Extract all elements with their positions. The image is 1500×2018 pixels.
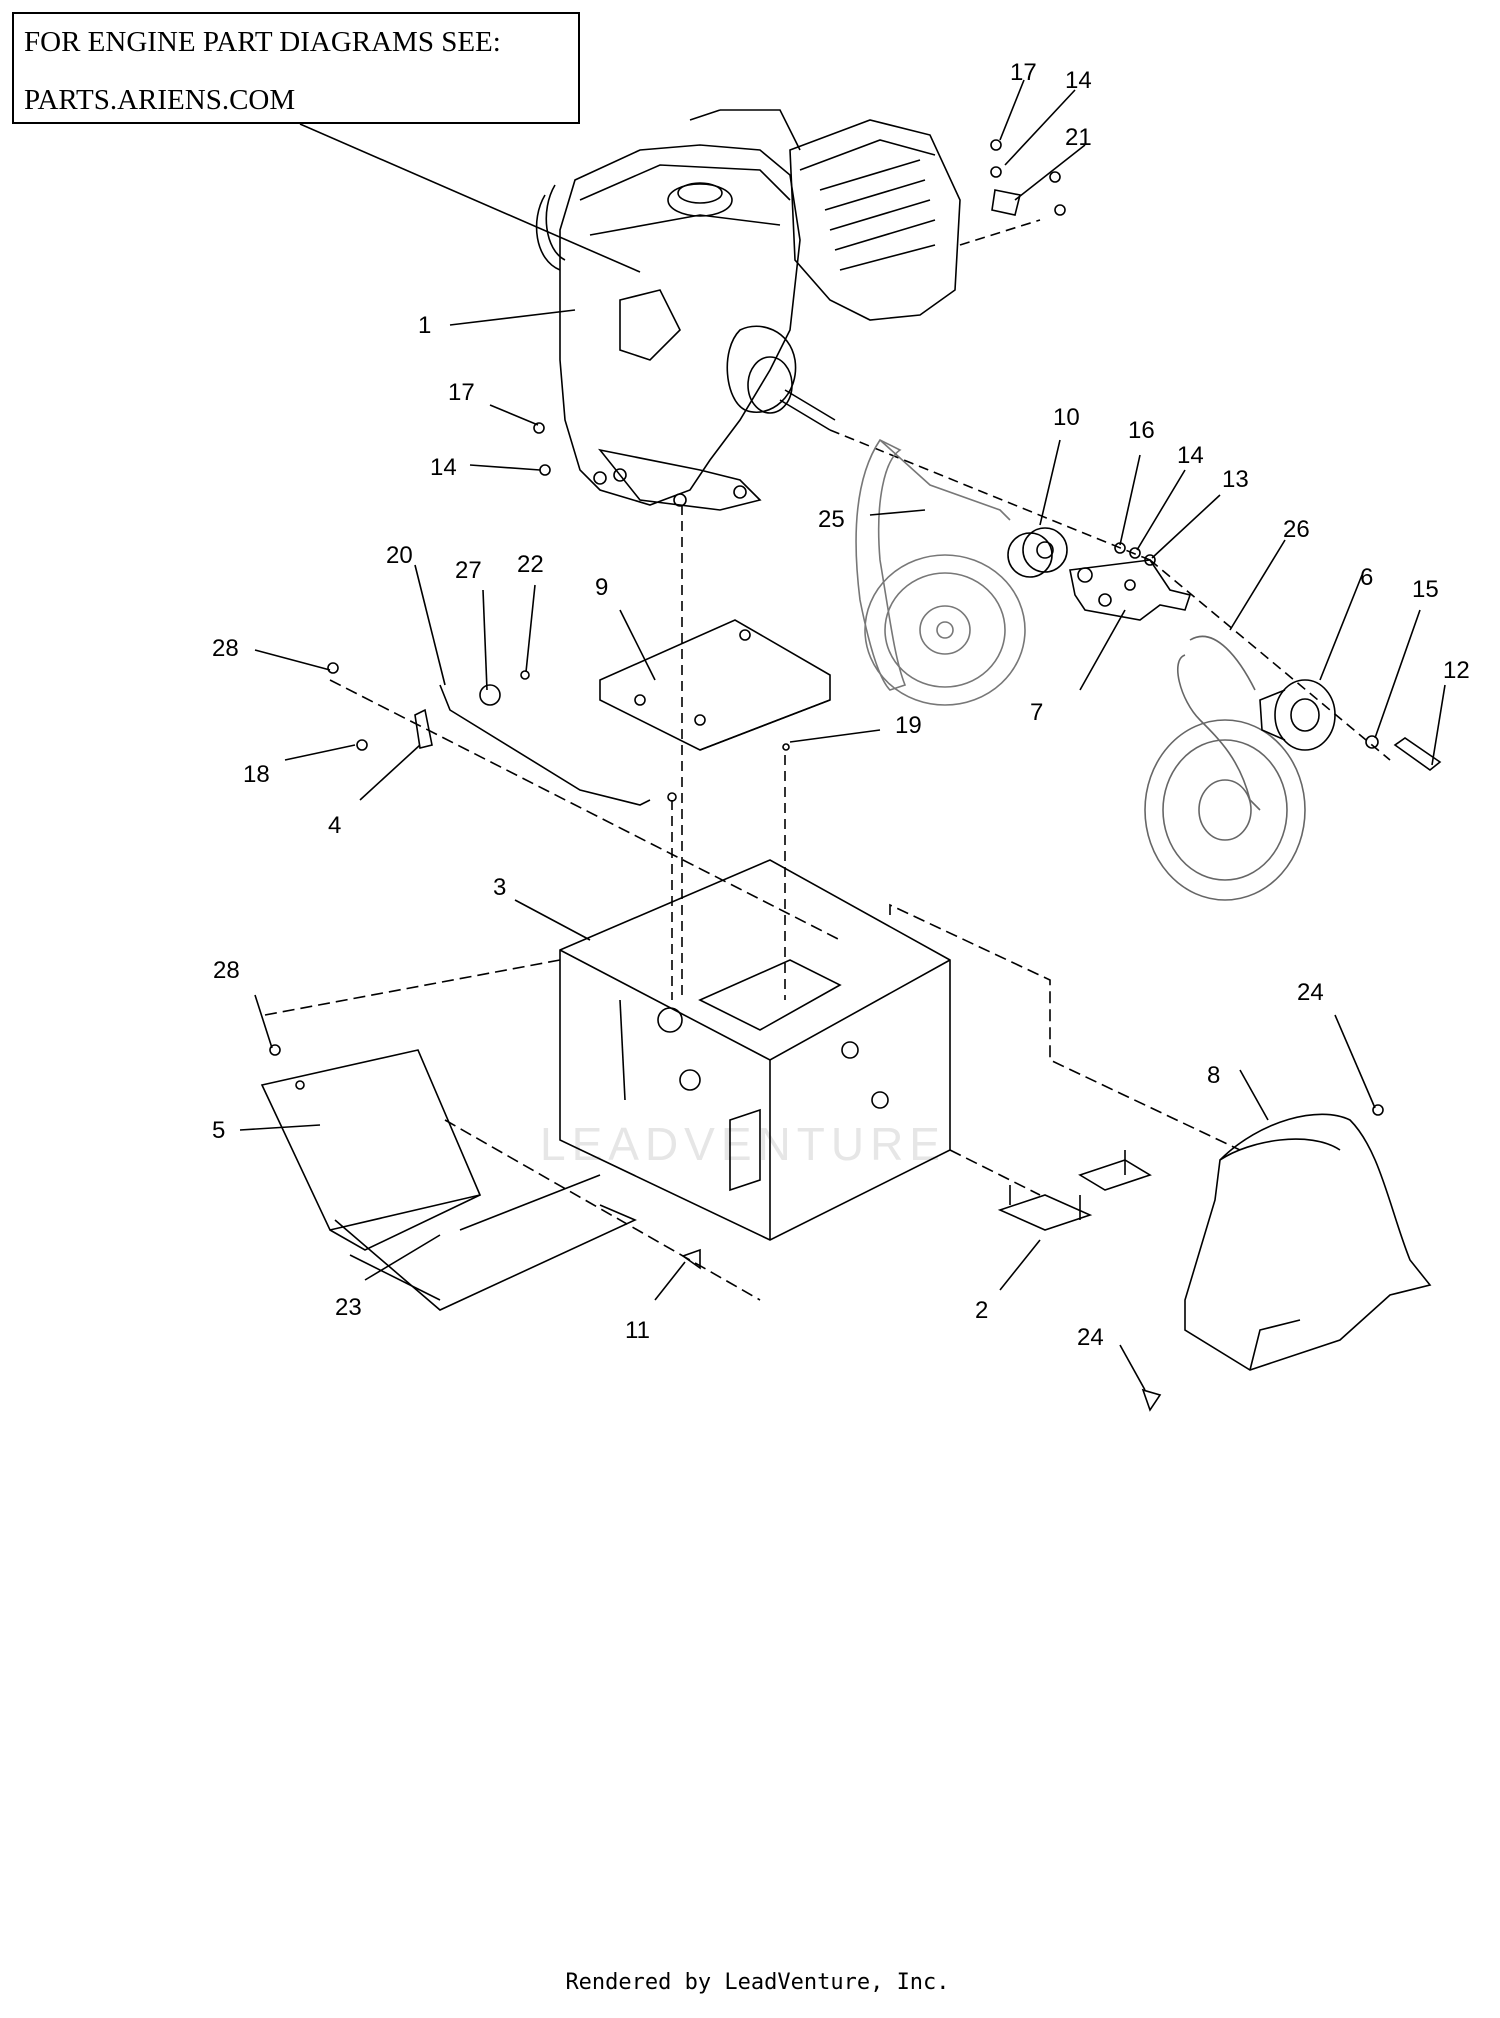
label-part-11: 11 — [625, 1317, 650, 1344]
label-part-8: 8 — [1207, 1062, 1220, 1089]
label-part-16: 16 — [1128, 417, 1155, 444]
label-part-22: 22 — [517, 551, 544, 578]
label-part-5: 5 — [212, 1117, 225, 1144]
bracket-21-drawing — [991, 189, 1021, 216]
footer-credit: Rendered by LeadVenture, Inc. — [565, 1970, 950, 1995]
engine-diagram-callout: FOR ENGINE PART DIAGRAMS SEE: PARTS.ARIE… — [12, 12, 580, 124]
label-part-14-right: 14 — [1177, 442, 1204, 469]
housing-3-drawing — [559, 859, 951, 1241]
shield-8-drawing — [1184, 1113, 1432, 1371]
label-part-26: 26 — [1283, 516, 1310, 543]
label-part-21: 21 — [1065, 124, 1092, 151]
part-labels: 1 2 3 4 5 6 7 8 9 10 11 12 13 14 14 14 1… — [212, 59, 1470, 1351]
label-part-14-left: 14 — [430, 454, 457, 481]
label-part-19: 19 — [895, 712, 922, 739]
label-part-4: 4 — [328, 812, 341, 839]
idler-bracket-7-drawing — [1069, 559, 1192, 621]
callout-leader — [299, 123, 641, 273]
label-part-15: 15 — [1412, 576, 1439, 603]
watermark: LEADVENTURE — [540, 1118, 946, 1170]
label-part-17-left: 17 — [448, 379, 475, 406]
bolt-12-drawing — [1393, 737, 1442, 772]
label-part-28-bottom: 28 — [213, 957, 240, 984]
label-part-1: 1 — [418, 312, 431, 339]
label-part-25: 25 — [818, 506, 845, 533]
label-part-13: 13 — [1222, 466, 1249, 493]
callout-line-2: PARTS.ARIENS.COM — [24, 84, 296, 116]
label-part-23: 23 — [335, 1294, 362, 1321]
callout-line-1: FOR ENGINE PART DIAGRAMS SEE: — [24, 26, 501, 58]
label-part-6: 6 — [1360, 564, 1373, 591]
label-part-24-bottom: 24 — [1077, 1324, 1104, 1351]
label-part-14-top: 14 — [1065, 67, 1092, 94]
label-part-7: 7 — [1030, 699, 1043, 726]
label-part-18: 18 — [243, 761, 270, 788]
mounts-2-drawing — [997, 1150, 1152, 1231]
label-part-2: 2 — [975, 1297, 988, 1324]
cable-20-drawing — [414, 670, 651, 806]
panel-5-drawing — [260, 1049, 637, 1311]
label-part-20: 20 — [386, 542, 413, 569]
engine-drawing — [535, 109, 961, 511]
pulley-6-drawing — [1259, 679, 1336, 751]
label-part-17-top: 17 — [1010, 59, 1037, 86]
belt-26-drawing — [1144, 635, 1306, 901]
label-part-24-top: 24 — [1297, 979, 1324, 1006]
plate-9-drawing — [599, 619, 831, 751]
label-part-28-top: 28 — [212, 635, 239, 662]
label-part-10: 10 — [1053, 404, 1080, 431]
label-part-12: 12 — [1443, 657, 1470, 684]
label-part-27: 27 — [455, 557, 482, 584]
belt-25-drawing — [855, 438, 1026, 706]
label-part-9: 9 — [595, 574, 608, 601]
label-part-3: 3 — [493, 874, 506, 901]
pulley-10-drawing — [1007, 527, 1068, 578]
